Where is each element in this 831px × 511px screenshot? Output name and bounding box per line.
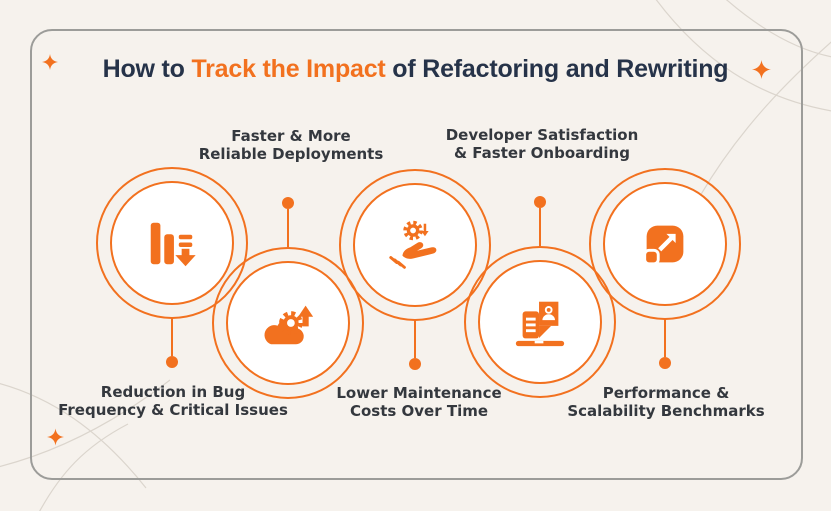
icon-circle xyxy=(110,181,234,305)
cloud-gear-upload-icon xyxy=(264,305,314,345)
node-deployments xyxy=(212,247,364,399)
label-line: Lower Maintenance xyxy=(336,384,502,402)
connector-dot xyxy=(282,197,294,209)
label-line: Frequency & Critical Issues xyxy=(58,401,288,420)
sparkle-icon xyxy=(47,428,64,446)
icon-circle xyxy=(478,260,602,384)
hand-gear-icon xyxy=(389,220,437,269)
title-highlight: Track the Impact xyxy=(191,55,386,83)
label-line: Performance & xyxy=(602,384,730,402)
connector-dot xyxy=(409,358,421,370)
label-line: Costs Over Time xyxy=(349,402,489,421)
connector-line xyxy=(171,317,173,356)
outer-ring xyxy=(96,167,248,319)
label-line: & Faster Onboarding xyxy=(454,144,630,163)
outer-ring xyxy=(464,246,616,398)
outer-ring xyxy=(212,247,364,399)
outer-ring xyxy=(589,168,741,320)
sparkle-icon xyxy=(42,54,58,70)
bar-chart-decrease-icon xyxy=(150,222,196,267)
node-label-performance: Performance & Scalability Benchmarks xyxy=(567,384,764,420)
label-line: Scalability Benchmarks xyxy=(567,402,765,421)
connector-line xyxy=(414,319,416,358)
label-line: Developer Satisfaction xyxy=(445,126,639,144)
node-maintenance xyxy=(339,169,491,321)
page-title: How to Track the Impact of Refactoring a… xyxy=(0,55,831,84)
connector-dot xyxy=(534,196,546,208)
inner-border-frame xyxy=(30,29,803,480)
node-performance xyxy=(589,168,741,320)
outer-ring xyxy=(339,169,491,321)
icon-circle xyxy=(226,261,350,385)
connector-line xyxy=(287,209,289,247)
label-line: Faster & More xyxy=(231,127,351,145)
sparkle-icon xyxy=(752,60,771,79)
laptop-person-icon xyxy=(515,301,565,347)
connector-line xyxy=(539,208,541,246)
node-label-satisfaction: Developer Satisfaction & Faster Onboardi… xyxy=(446,126,639,162)
icon-circle xyxy=(603,182,727,306)
connector-line xyxy=(664,318,666,357)
connector-dot xyxy=(659,357,671,369)
node-satisfaction xyxy=(464,246,616,398)
title-part1: How to xyxy=(102,55,192,83)
node-label-maintenance: Lower Maintenance Costs Over Time xyxy=(336,384,501,420)
label-line: Reliable Deployments xyxy=(198,145,384,164)
node-label-deployments: Faster & More Reliable Deployments xyxy=(199,127,384,163)
expand-arrow-icon xyxy=(643,225,684,266)
node-bug-reduction xyxy=(96,167,248,319)
label-line: Reduction in Bug xyxy=(100,383,246,401)
connector-dot xyxy=(166,356,178,368)
node-label-bug-reduction: Reduction in Bug Frequency & Critical Is… xyxy=(58,383,288,419)
title-part2: of Refactoring and Rewriting xyxy=(385,55,729,83)
icon-circle xyxy=(353,183,477,307)
